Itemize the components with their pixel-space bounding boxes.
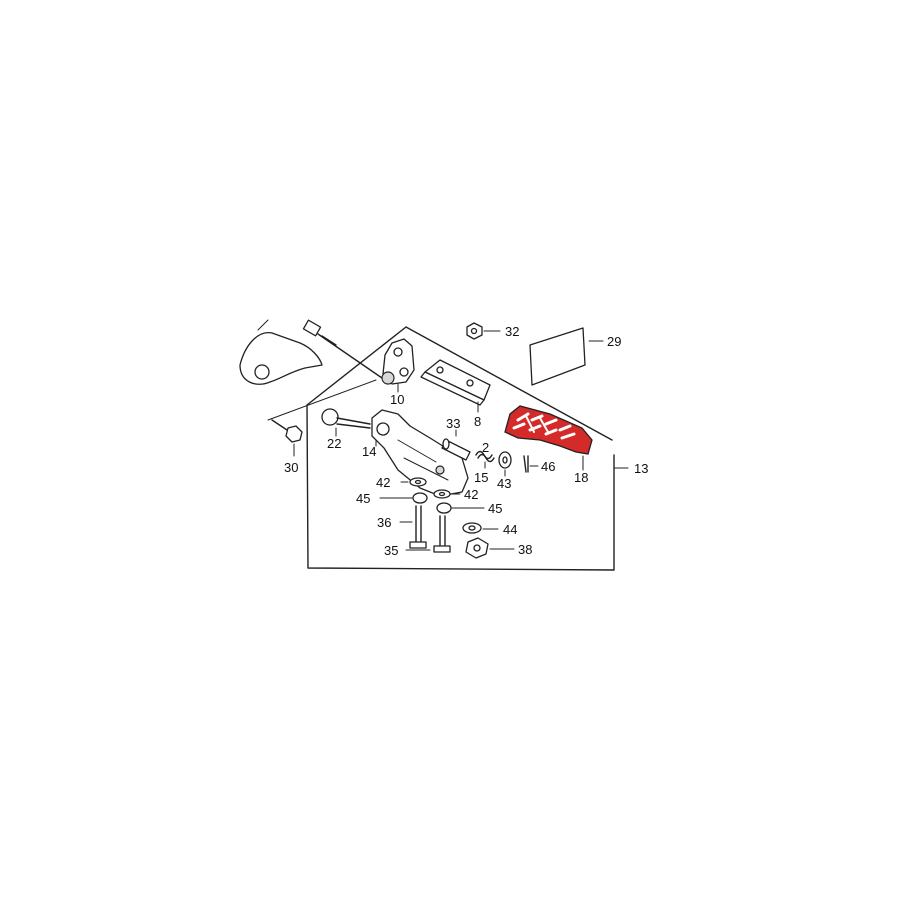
frame-bracket [239,319,323,385]
part-36-bolt [399,505,427,549]
callout-labels: 10 8 32 29 22 14 33 2 15 43 46 18 13 30 … [284,324,648,558]
washer-stack-left [379,477,428,504]
callout-30: 30 [284,460,298,475]
part-14-step-body [371,409,469,497]
callout-15: 15 [474,470,488,485]
part-8-plate [420,359,491,413]
callout-45-right: 45 [488,501,502,516]
callout-35: 35 [384,543,398,558]
callout-10: 10 [390,392,404,407]
callout-44: 44 [503,522,517,537]
part-44-washer [462,522,499,534]
callout-18: 18 [574,470,588,485]
mount-bolt [302,319,383,379]
part-29-plate [529,327,604,386]
callout-42-right: 42 [464,487,478,502]
callout-8: 8 [474,414,481,429]
part-33-pin [441,429,471,461]
callout-29: 29 [607,334,621,349]
callout-38: 38 [518,542,532,557]
callout-33: 33 [446,416,460,431]
part-38-bolt [465,537,515,559]
part-18-footpeg-tread [504,405,593,471]
part-30-bolt [271,419,303,457]
callout-13: 13 [634,461,648,476]
callout-32: 32 [505,324,519,339]
callout-46: 46 [541,459,555,474]
part-43-washer [498,451,512,477]
callout-45-left: 45 [356,491,370,506]
part-22-pin [321,408,371,437]
callout-22: 22 [327,436,341,451]
callout-42-left: 42 [376,475,390,490]
washer-stack-right [433,489,485,514]
callout-14: 14 [362,444,376,459]
callout-2: 2 [482,440,489,455]
callout-36: 36 [377,515,391,530]
part-10-holder [381,338,415,385]
part-15-spring [475,450,495,469]
part-46-cotter-pin [523,455,539,473]
callout-43: 43 [497,476,511,491]
part-35-bolt [405,515,451,553]
part-32-nut [466,322,501,340]
assembly-frame [306,326,629,571]
